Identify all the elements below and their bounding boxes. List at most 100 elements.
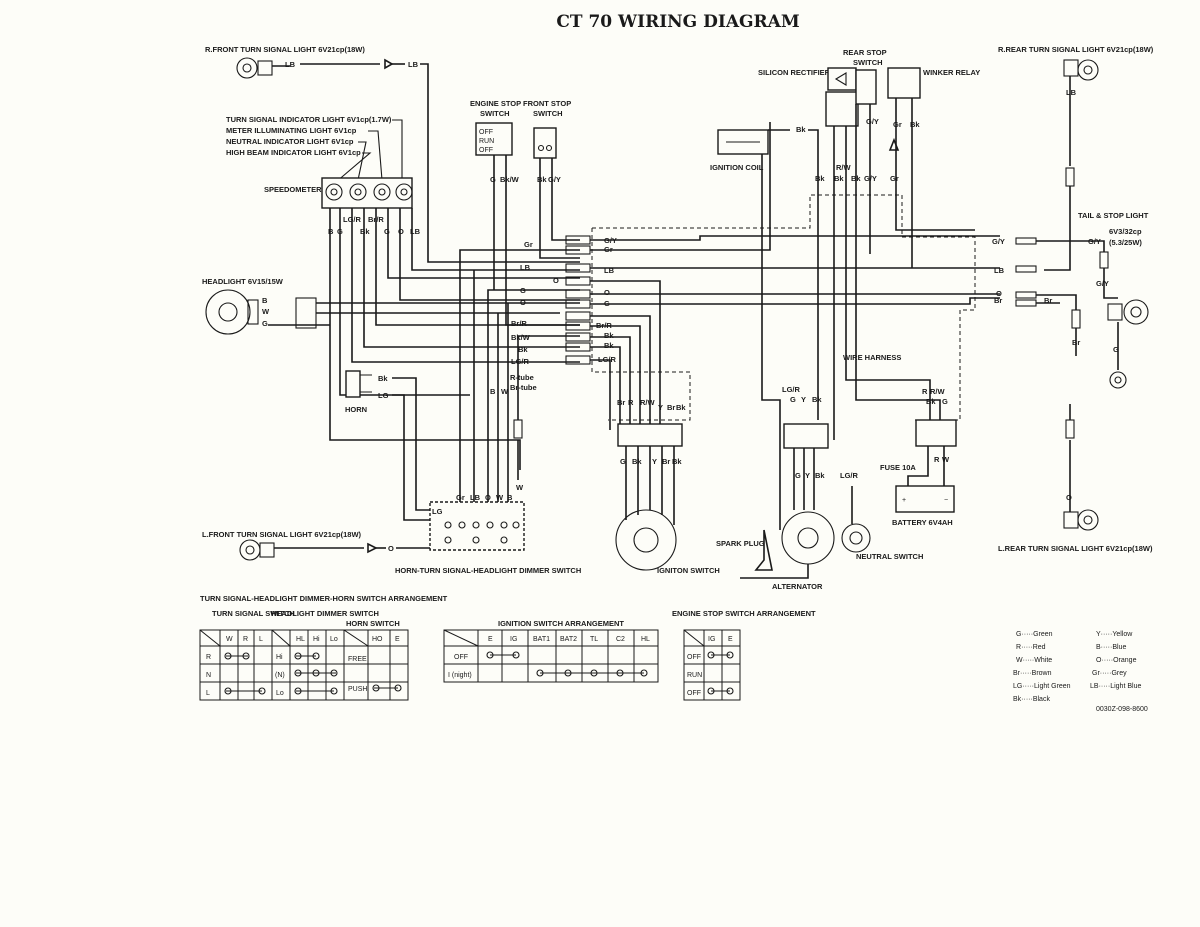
winker-relay-icon xyxy=(887,67,921,99)
dm-row-hi: Hi xyxy=(276,654,283,661)
part-number: 0030Z-098-8600 xyxy=(1096,706,1148,713)
wire-harness-label: WIRE HARNESS xyxy=(843,353,901,362)
r-rear-turn-bulb-icon xyxy=(1063,59,1099,81)
ig-col-tl: TL xyxy=(590,636,598,643)
dimmer-wire-w: W xyxy=(496,493,504,502)
ig-wire-y: Y xyxy=(658,403,663,412)
ig-row-night: I (night) xyxy=(448,672,472,679)
dimmer-switch-label: HORN-TURN SIGNAL-HEADLIGHT DIMMER SWITCH xyxy=(395,566,581,575)
conn-lgr: LG/R xyxy=(511,357,529,366)
w-rw: R/W xyxy=(836,163,852,172)
alt-wire-y: Y xyxy=(805,471,810,480)
ig-wire-br2: Br xyxy=(667,403,675,412)
ig-wire-br3: Br xyxy=(662,457,670,466)
battery-icon: +− xyxy=(895,485,955,513)
horn-wire-bk: Bk xyxy=(378,374,388,383)
legend-lb: LB·····Light Blue xyxy=(1090,683,1141,690)
ns-wire-lgr: LG/R xyxy=(840,471,858,480)
dimmer-wire-lg: LG xyxy=(432,507,443,516)
r-front-turn-label: R.FRONT TURN SIGNAL LIGHT 6V21cp(18W) xyxy=(205,45,365,54)
stop-wire-br: Br xyxy=(1072,338,1080,347)
svg-text:OFF: OFF xyxy=(479,129,493,136)
bat-wire-bk: Bk xyxy=(926,397,936,406)
engine-stop-switch-icon: OFF RUN OFF xyxy=(475,122,513,156)
ig-col-e: E xyxy=(488,636,493,643)
ig-col-bat1: BAT1 xyxy=(533,636,550,643)
fstop-wire-bk: Bk xyxy=(537,175,547,184)
dm-col-hi: Hi xyxy=(313,636,320,643)
dm-col-lo: Lo xyxy=(330,636,338,643)
neutral-switch-label: NEUTRAL SWITCH xyxy=(856,552,923,561)
ignition-switch-body-icon xyxy=(615,423,683,571)
fuse-inline-icon xyxy=(513,419,523,439)
headlight-wire-w: W xyxy=(262,307,270,316)
horn-label: HORN xyxy=(345,405,367,414)
tail-wire-gy: G/Y xyxy=(992,237,1005,246)
legend-y: Y·····Yellow xyxy=(1096,631,1133,638)
horn-wire-lg: LG xyxy=(378,391,389,400)
ignition-table-title: IGNITION SWITCH ARRANGEMENT xyxy=(498,619,624,628)
wr-wire-gr: Gr xyxy=(893,120,902,129)
alt-wire-g: G xyxy=(795,471,801,480)
w-bk-2: Bk xyxy=(834,174,844,183)
hn-col-e: E xyxy=(395,636,400,643)
rear-stop-label-2: SWITCH xyxy=(853,58,883,67)
ignition-switch-label: IGNITON SWITCH xyxy=(657,566,720,575)
silicon-rectifier-icon xyxy=(825,67,859,127)
svg-text:OFF: OFF xyxy=(479,147,493,154)
legend-r: R·····Red xyxy=(1016,644,1046,651)
headlight-wire-b: B xyxy=(262,296,268,305)
l-front-wire-o: O xyxy=(388,544,394,553)
conn-o: O xyxy=(553,276,559,285)
bat-wire-r: R xyxy=(922,387,928,396)
dm-row-lo: Lo xyxy=(276,690,284,697)
conn-bk: Bk xyxy=(518,345,528,354)
horn-icon xyxy=(345,370,372,398)
headlight-wire-g: G xyxy=(262,319,268,328)
tail-wire-br: Br xyxy=(994,296,1002,305)
ig-wire-g: G xyxy=(620,457,626,466)
es-col-e: E xyxy=(728,636,733,643)
fstop-wire-gy: G/Y xyxy=(548,175,561,184)
coil-wire-bk: Bk xyxy=(796,125,806,134)
tail-wire-br2: Br xyxy=(1044,296,1052,305)
legend-b: B·····Blue xyxy=(1096,644,1126,651)
ig-wire-br: Br xyxy=(617,398,625,407)
estop-wire-bkw: Bk/W xyxy=(500,175,520,184)
bat-wire-g: G xyxy=(942,397,948,406)
bat-wire-rw: R/W xyxy=(930,387,946,396)
front-stop-switch-icon xyxy=(533,127,557,159)
l-front-turn-bulb-icon xyxy=(239,539,275,561)
l-front-turn-label: L.FRONT TURN SIGNAL LIGHT 6V21cp(18W) xyxy=(202,530,362,539)
svg-text:RUN: RUN xyxy=(479,138,494,145)
ig-row-off: OFF xyxy=(454,654,468,661)
ig-col-bat2: BAT2 xyxy=(560,636,577,643)
conn-bkw: Bk/W xyxy=(511,333,531,342)
wire-bw: B xyxy=(490,387,496,396)
ignition-coil-label: IGNITION COIL xyxy=(710,163,764,172)
reg-wire-lgr: LG/R xyxy=(782,385,800,394)
wire-bw2: W xyxy=(501,387,509,396)
engine-stop-table-title: ENGINE STOP SWITCH ARRANGEMENT xyxy=(672,609,816,618)
tail-light-icon xyxy=(1107,299,1149,325)
conn-gr: Gr xyxy=(524,240,533,249)
dimmer-wire-w2: W xyxy=(516,483,524,492)
dimmer-wire-b: B xyxy=(507,493,513,502)
turn-signal-table-title: TURN SIGNAL SWITCH xyxy=(212,609,295,618)
headlight-label: HEADLIGHT 6V15/15W xyxy=(202,277,284,286)
speedo-wire-bk: Bk xyxy=(360,227,370,236)
rear-stop-switch-icon xyxy=(855,69,877,105)
tail-fuse-icon xyxy=(1099,251,1109,269)
r-front-turn-bulb-icon xyxy=(236,57,273,79)
ig-wire-rw: R/W xyxy=(640,398,656,407)
svg-text:−: − xyxy=(944,497,948,504)
legend-gr: Gr·····Grey xyxy=(1092,670,1127,677)
ts-col-w: W xyxy=(226,636,233,643)
ig-col-ig: IG xyxy=(510,636,517,643)
es-row-off2: OFF xyxy=(687,690,701,697)
tail-wire-g: G xyxy=(1113,345,1119,354)
license-light-icon xyxy=(1109,371,1127,389)
speedo-wire-b: B xyxy=(328,227,334,236)
wr-wire-bk: Bk xyxy=(910,120,920,129)
